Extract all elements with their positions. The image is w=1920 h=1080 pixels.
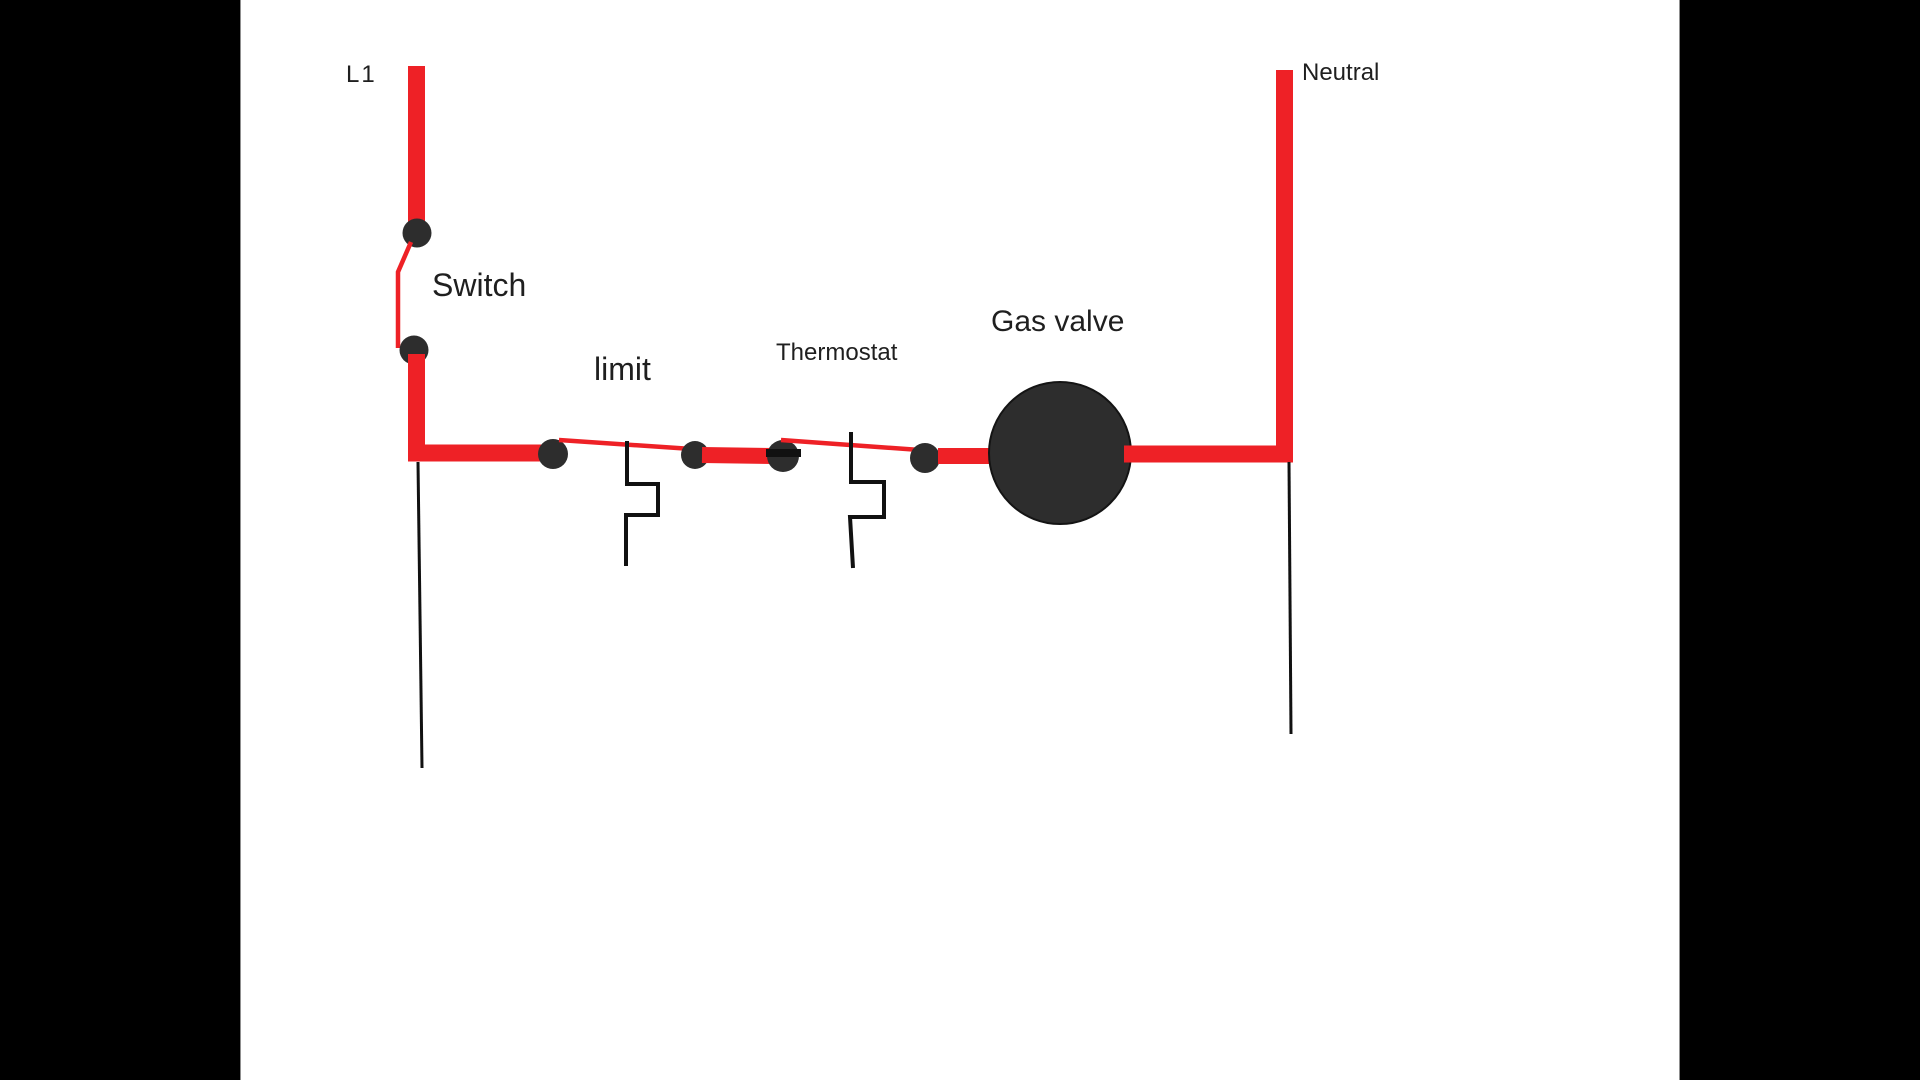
letterbox-left	[0, 0, 241, 1080]
right-return-wire	[1287, 461, 1293, 735]
thermostat-label: Thermostat	[776, 339, 898, 366]
limit-switch-symbol	[624, 441, 660, 566]
l1-label: L1	[346, 61, 377, 88]
switch-blade-wire	[395, 241, 414, 348]
limit-contact-left	[538, 439, 568, 469]
thermostat-contact-right	[910, 443, 940, 473]
left-return-wire	[416, 461, 424, 769]
neutral-label: Neutral	[1302, 59, 1380, 86]
gas-valve-label: Gas valve	[991, 305, 1125, 338]
switch-contact-top	[402, 218, 432, 248]
gas-valve-body	[988, 381, 1132, 525]
limit-label: limit	[594, 351, 651, 387]
thermostat-switch-symbol	[847, 432, 886, 569]
letterbox-right	[1679, 0, 1920, 1080]
switch-label: Switch	[432, 267, 527, 303]
hot-wire-run-2	[701, 447, 775, 464]
